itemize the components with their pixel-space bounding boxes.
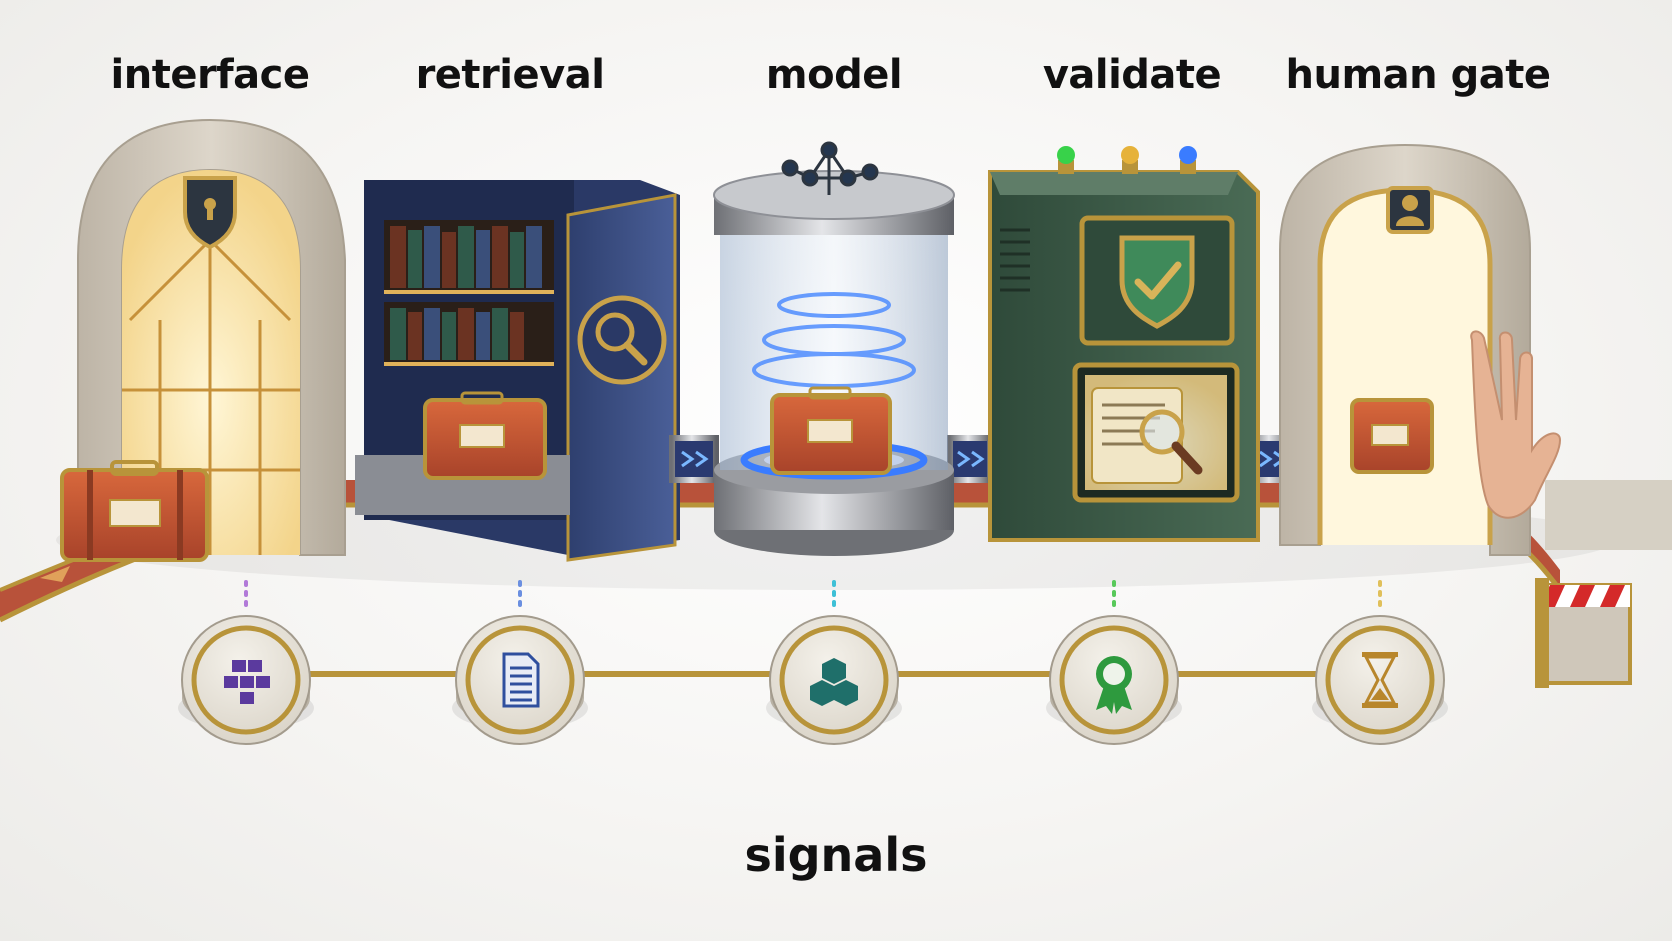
keyhole-shield-icon	[183, 176, 237, 250]
hourglass-icon	[1362, 652, 1398, 708]
stage-label-retrieval: retrieval	[415, 52, 605, 98]
signal-nodes	[178, 615, 1448, 745]
stage-label-validate: validate	[1042, 52, 1222, 98]
vent-grille	[1000, 228, 1030, 292]
validate-machine	[988, 146, 1260, 542]
signal-node	[178, 615, 314, 745]
document-icon	[502, 652, 540, 708]
barrier	[1535, 578, 1632, 688]
signal-node	[452, 615, 588, 745]
luggage-case	[423, 391, 547, 480]
luggage-case	[1350, 398, 1434, 474]
stage-label-interface: interface	[110, 52, 310, 98]
retrieval-library	[355, 180, 680, 562]
award-ribbon-icon	[1096, 656, 1132, 714]
signal-node	[1046, 615, 1182, 745]
signal-node	[1312, 615, 1448, 745]
signals-label: signals	[744, 828, 928, 882]
checkmark-shield-icon	[1119, 235, 1195, 329]
signal-node	[766, 615, 902, 745]
stage-label-human-gate: human gate	[1285, 52, 1551, 98]
stage-label-model: model	[765, 52, 903, 98]
stop-hand	[1470, 330, 1672, 550]
luggage-case	[770, 386, 892, 475]
indicator-lights	[1057, 146, 1197, 174]
model-cylinder	[713, 170, 955, 556]
connector-pipes	[669, 435, 1295, 483]
person-icon	[1386, 186, 1434, 234]
magnifier-icon	[577, 295, 667, 385]
signal-links	[244, 580, 1382, 612]
bookshelf	[384, 220, 554, 366]
stacked-blocks-icon	[224, 660, 270, 704]
node-graph-icon	[781, 141, 879, 195]
cubes-icon	[810, 658, 858, 706]
magnifier-icon	[1139, 409, 1203, 475]
luggage-case	[60, 460, 209, 562]
